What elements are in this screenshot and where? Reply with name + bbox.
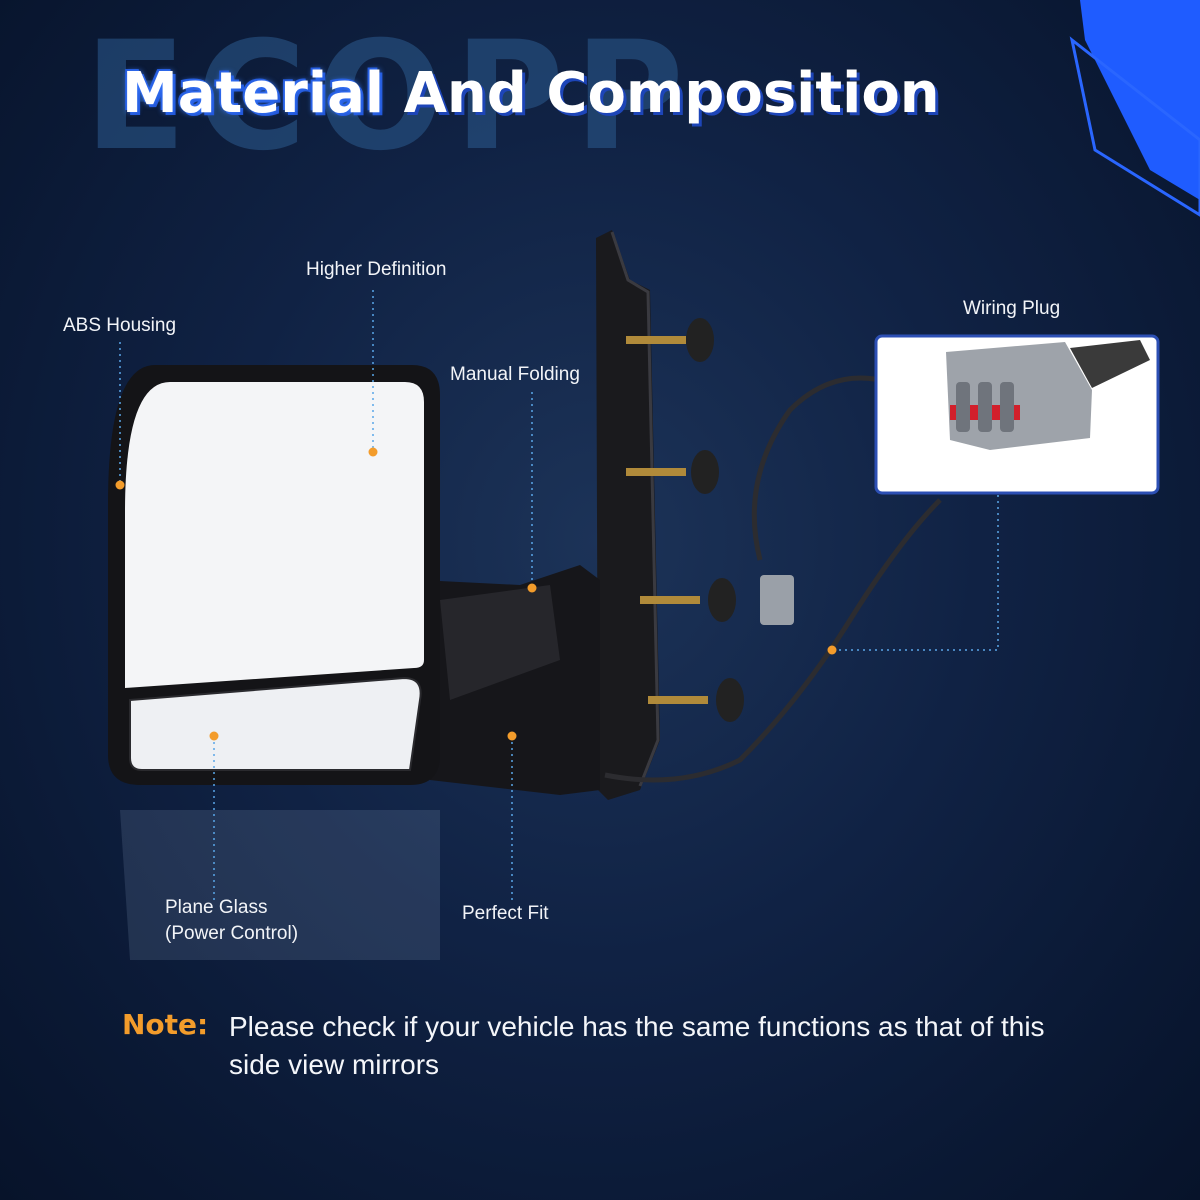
- callout-power-control: (Power Control): [165, 923, 299, 944]
- page-title: Material And Composition: [122, 66, 940, 122]
- callout-abs-housing: ABS Housing: [63, 315, 177, 336]
- wiring-cable: [604, 375, 942, 783]
- callout-perfect-fit: Perfect Fit: [462, 903, 549, 924]
- leader-lines: [119, 290, 999, 900]
- mount-studs: [626, 318, 744, 722]
- callout-plane-glass: Plane Glass: [165, 897, 268, 918]
- mirror-reflection: [120, 810, 440, 960]
- wiring-plug-inset: [874, 334, 1160, 495]
- callout-wiring-plug: Wiring Plug: [963, 298, 1061, 319]
- callout-dots: [115, 447, 837, 741]
- mount-bracket: [596, 230, 744, 800]
- title-highlight: Material: [122, 61, 385, 126]
- callout-higher-definition: Higher Definition: [306, 259, 447, 280]
- note-text: Please check if your vehicle has the sam…: [229, 1011, 1045, 1080]
- note-label: Note:: [122, 1008, 209, 1041]
- lower-glass: [129, 676, 422, 771]
- title-rest: And Composition: [403, 61, 940, 126]
- connector-small: [760, 575, 794, 625]
- callout-manual-folding: Manual Folding: [450, 364, 580, 385]
- brand-watermark: ECOPP: [84, 10, 694, 184]
- corner-decoration: [1069, 0, 1200, 217]
- main-glass: [125, 382, 424, 688]
